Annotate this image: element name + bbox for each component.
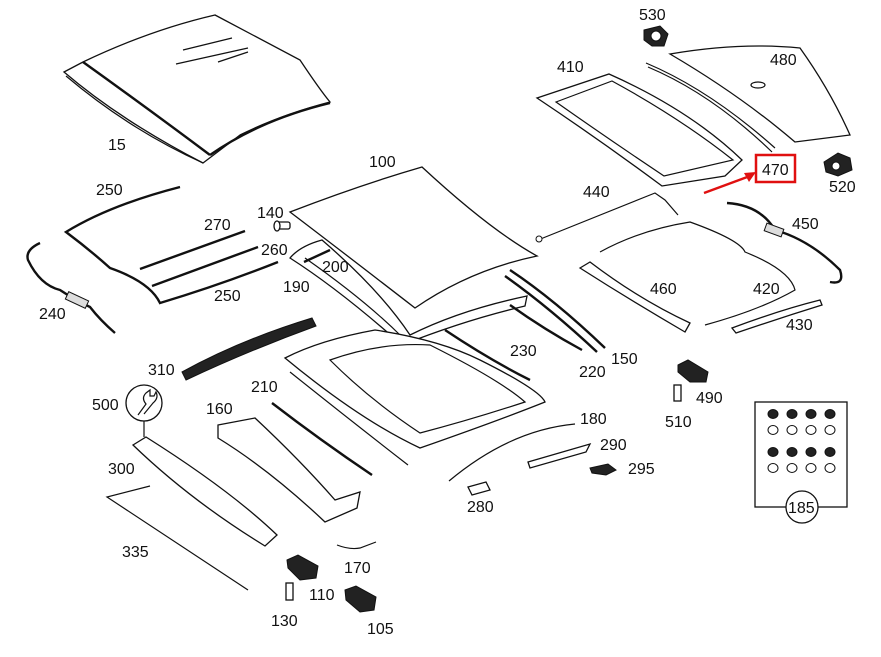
label-530[interactable]: 530 <box>639 7 666 24</box>
grommet <box>767 425 779 435</box>
label-180[interactable]: 180 <box>580 411 607 428</box>
grommet <box>767 463 779 473</box>
part-310-deflector[interactable] <box>181 317 317 381</box>
part-210-strip[interactable] <box>271 402 373 476</box>
highlight-470 <box>703 153 797 195</box>
part-130-bolt[interactable] <box>285 582 294 601</box>
label-460[interactable]: 460 <box>650 281 677 298</box>
label-440[interactable]: 440 <box>583 184 610 201</box>
label-130[interactable]: 130 <box>271 613 298 630</box>
grommet <box>767 409 779 419</box>
label-500[interactable]: 500 <box>92 397 119 414</box>
grommet <box>805 463 817 473</box>
part-290-handle[interactable] <box>527 442 592 469</box>
part-480-cover[interactable] <box>668 45 851 143</box>
label-420[interactable]: 420 <box>753 281 780 298</box>
part-410-frame[interactable] <box>535 73 743 187</box>
grommet <box>786 425 798 435</box>
part-250-seal[interactable] <box>63 185 279 305</box>
part-100-glass[interactable] <box>288 166 539 309</box>
grommet <box>805 447 817 457</box>
label-280[interactable]: 280 <box>467 499 494 516</box>
label-490[interactable]: 490 <box>696 390 723 407</box>
grommet <box>786 409 798 419</box>
part-105-motor[interactable] <box>344 585 377 613</box>
label-220[interactable]: 220 <box>579 364 606 381</box>
part-main-frame[interactable] <box>283 329 546 466</box>
part-190-frame[interactable] <box>289 239 528 346</box>
grommet <box>786 463 798 473</box>
grommet <box>824 409 836 419</box>
grommet <box>805 409 817 419</box>
part-140-screw[interactable] <box>273 220 291 232</box>
label-250b[interactable]: 250 <box>214 288 241 305</box>
part-295-clip[interactable] <box>589 463 617 476</box>
label-100[interactable]: 100 <box>369 154 396 171</box>
part-430-strip[interactable] <box>730 299 823 334</box>
label-110[interactable]: 110 <box>309 587 335 604</box>
label-410[interactable]: 410 <box>557 59 584 76</box>
part-180-strip[interactable] <box>448 423 576 482</box>
part-300-panel[interactable] <box>131 436 278 547</box>
label-510[interactable]: 510 <box>665 414 692 431</box>
label-295[interactable]: 295 <box>628 461 655 478</box>
label-470[interactable]: 470 <box>762 162 789 179</box>
label-210[interactable]: 210 <box>251 379 278 396</box>
label-310[interactable]: 310 <box>148 362 175 379</box>
label-230[interactable]: 230 <box>510 343 537 360</box>
part-110-motor[interactable] <box>286 554 319 581</box>
label-150[interactable]: 150 <box>611 351 638 368</box>
part-530-clip[interactable] <box>643 25 669 47</box>
label-260[interactable]: 260 <box>261 242 288 259</box>
part-510-bolt[interactable] <box>673 384 682 402</box>
part-490-motor[interactable] <box>677 359 709 383</box>
part-280-clip[interactable] <box>467 481 491 496</box>
grommet <box>767 447 779 457</box>
label-480[interactable]: 480 <box>770 52 797 69</box>
part-420-cable[interactable] <box>599 221 796 326</box>
label-250a[interactable]: 250 <box>96 182 123 199</box>
part-520-clip[interactable] <box>823 152 853 177</box>
grommet <box>824 463 836 473</box>
part-15-glass-roof[interactable] <box>62 14 332 164</box>
part-470-seal[interactable] <box>645 62 776 153</box>
label-290[interactable]: 290 <box>600 437 627 454</box>
label-190[interactable]: 190 <box>283 279 310 296</box>
wrench-icon <box>137 388 158 416</box>
part-500-tool[interactable] <box>125 384 163 437</box>
part-150-rail[interactable] <box>504 269 606 353</box>
label-450[interactable]: 450 <box>792 216 819 233</box>
part-460-deflector[interactable] <box>578 261 691 333</box>
label-430[interactable]: 430 <box>786 317 813 334</box>
part-335-seal[interactable] <box>105 485 249 591</box>
part-170-cable[interactable] <box>336 541 377 550</box>
part-labels: 15 530 410 480 470 520 100 440 250 140 2… <box>39 7 856 638</box>
part-450-cable[interactable] <box>726 201 843 284</box>
grommet <box>786 447 798 457</box>
part-230-rail[interactable] <box>444 329 531 382</box>
part-160-panel[interactable] <box>217 417 361 523</box>
part-220-rail[interactable] <box>509 304 583 352</box>
label-240[interactable]: 240 <box>39 306 66 323</box>
label-105[interactable]: 105 <box>367 621 394 638</box>
label-160[interactable]: 160 <box>206 401 233 418</box>
label-270[interactable]: 270 <box>204 217 231 234</box>
part-440-cable[interactable] <box>535 192 679 243</box>
label-520[interactable]: 520 <box>829 179 856 196</box>
part-185-kit[interactable] <box>754 401 848 524</box>
label-15[interactable]: 15 <box>108 137 126 154</box>
grommet <box>824 425 836 435</box>
part-240-cable[interactable] <box>26 241 116 334</box>
grommet <box>805 425 817 435</box>
label-200[interactable]: 200 <box>322 259 349 276</box>
label-335[interactable]: 335 <box>122 544 149 561</box>
label-170[interactable]: 170 <box>344 560 371 577</box>
grommet <box>824 447 836 457</box>
label-300[interactable]: 300 <box>108 461 135 478</box>
label-140[interactable]: 140 <box>257 205 284 222</box>
label-185[interactable]: 185 <box>788 500 815 517</box>
